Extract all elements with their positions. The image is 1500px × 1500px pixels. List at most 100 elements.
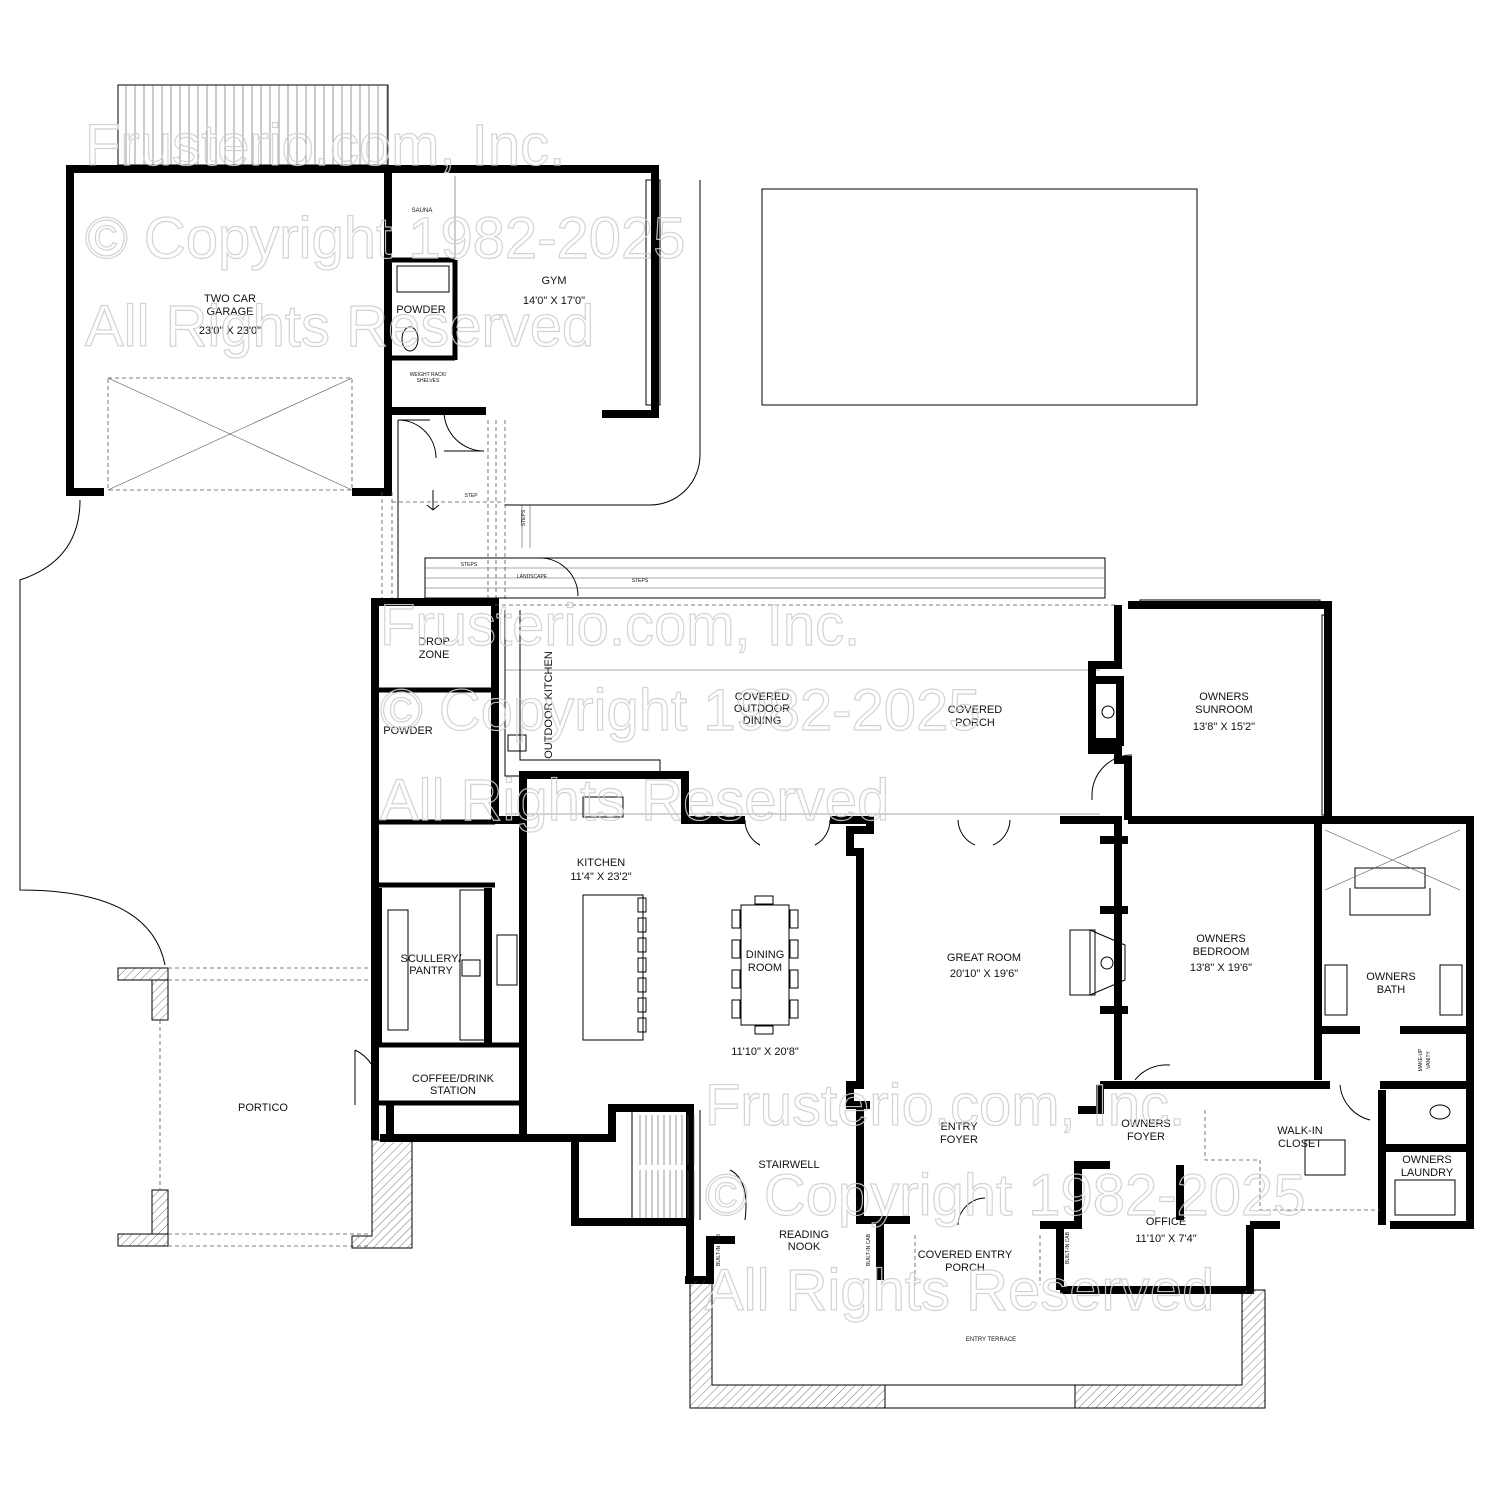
- furniture-chair: [637, 1017, 647, 1033]
- label-coffee-station-1: COFFEE/DRINK: [412, 1073, 495, 1085]
- label-owners-sunroom-dims: 13'8" X 15'2": [1193, 721, 1255, 733]
- label-weight-rack-1: WEIGHT RACK/: [410, 372, 447, 378]
- furniture-chair: [637, 897, 647, 913]
- label-covered-porch-1: COVERED: [948, 704, 1002, 716]
- label-outdoor-kitchen: OUTDOOR KITCHEN: [543, 651, 555, 759]
- label-owners-foyer-2: FOYER: [1127, 1131, 1165, 1143]
- label-dining-1: DINING: [746, 949, 785, 961]
- main-house-walls: [354, 598, 1474, 1294]
- furniture-chair: [754, 1025, 774, 1035]
- furniture-chair: [789, 939, 799, 959]
- entry-terrace: [689, 1235, 1266, 1409]
- label-reading-nook-2: NOOK: [788, 1241, 821, 1253]
- label-drop-zone-2: ZONE: [419, 649, 450, 661]
- label-covered-porch-2: PORCH: [955, 717, 995, 729]
- furniture-chair: [637, 937, 647, 953]
- label-owners-sunroom-1: OWNERS: [1199, 691, 1249, 703]
- label-owners-foyer-1: OWNERS: [1121, 1118, 1171, 1130]
- label-makeup-vanity-2: VANITY: [1426, 1050, 1432, 1068]
- watermark: Frusterio.com, Inc. © Copyright 1982-202…: [84, 112, 1306, 1323]
- label-weight-rack-2: SHELVES: [417, 378, 440, 384]
- furniture-chair: [731, 939, 741, 959]
- annotation-steps-c: STEPS: [632, 578, 649, 584]
- label-drop-zone-1: DROP: [418, 636, 450, 648]
- label-entry-foyer-2: FOYER: [940, 1134, 978, 1146]
- label-owners-laundry-2: LAUNDRY: [1401, 1167, 1454, 1179]
- garage-building: [66, 165, 661, 496]
- label-great-room: GREAT ROOM: [947, 952, 1021, 964]
- label-scullery-2: PANTRY: [409, 965, 453, 977]
- breezeway: [381, 180, 1106, 600]
- label-covered-outdoor-dining-1: COVERED: [735, 691, 789, 703]
- label-covered-entry-porch-1: COVERED ENTRY: [918, 1249, 1013, 1261]
- furniture-chair: [789, 909, 799, 929]
- furniture-chair: [731, 969, 741, 989]
- label-gym-dims: 14'0" X 17'0": [523, 295, 585, 307]
- rear-deck: [117, 84, 389, 166]
- label-office: OFFICE: [1146, 1216, 1186, 1228]
- furniture-chair: [637, 917, 647, 933]
- label-scullery-1: SCULLERY/: [401, 953, 463, 965]
- watermark-line2-a: © Copyright 1982-2025: [85, 206, 686, 271]
- label-makeup-vanity-1: MAKE-UP: [1418, 1048, 1424, 1071]
- label-dining-2: ROOM: [748, 962, 782, 974]
- watermark-line1-b: Frusterio.com, Inc.: [380, 593, 860, 658]
- label-stairwell: STAIRWELL: [758, 1159, 819, 1171]
- label-kitchen: KITCHEN: [577, 857, 625, 869]
- label-sauna: SAUNA: [412, 208, 433, 214]
- annotation-built-in-cab-1: BUILT-IN CAB: [716, 1233, 722, 1266]
- label-kitchen-dims: 11'4" X 23'2": [570, 871, 631, 883]
- label-reading-nook-1: READING: [779, 1229, 829, 1241]
- furniture-chair: [637, 957, 647, 973]
- label-owners-bedroom-2: BEDROOM: [1193, 946, 1250, 958]
- label-powder-upper: POWDER: [396, 304, 446, 316]
- label-owners-sunroom-2: SUNROOM: [1195, 704, 1252, 716]
- furniture-chair: [637, 997, 647, 1013]
- furniture-chair: [731, 909, 741, 929]
- annotation-step: STEP: [464, 493, 478, 499]
- furniture-chair: [789, 999, 799, 1019]
- label-great-room-dims: 20'10" X 19'6": [950, 968, 1018, 980]
- label-powder-lower: POWDER: [383, 725, 433, 737]
- annotation-built-in-cab-3: BUILT-IN CAB: [1065, 1231, 1071, 1264]
- label-owners-bedroom-1: OWNERS: [1196, 933, 1246, 945]
- label-walk-in-closet-2: CLOSET: [1278, 1138, 1322, 1150]
- label-entry-foyer-1: ENTRY: [940, 1121, 978, 1133]
- annotation-built-in-cab-2: BUILT-IN CAB: [866, 1233, 872, 1266]
- label-owners-laundry-1: OWNERS: [1402, 1154, 1452, 1166]
- pool-outline: [761, 188, 1198, 406]
- label-covered-entry-porch-2: PORCH: [945, 1262, 985, 1274]
- watermark-line1-a: Frusterio.com, Inc.: [85, 113, 565, 178]
- watermark-line2-c: © Copyright 1982-2025: [705, 1163, 1306, 1228]
- label-owners-bedroom-dims: 13'8" X 19'6": [1190, 962, 1252, 974]
- label-office-dims: 11'10" X 7'4": [1135, 1233, 1196, 1245]
- annotations: STEP STEPS STEPS STEPS LANDSCAPE BUILT-I…: [461, 493, 1071, 1266]
- label-gym: GYM: [541, 275, 566, 287]
- label-covered-outdoor-dining-3: DINING: [743, 715, 782, 727]
- label-owners-bath-2: BATH: [1377, 984, 1406, 996]
- label-coffee-station-2: STATION: [430, 1085, 476, 1097]
- furniture-chair: [731, 999, 741, 1019]
- site-driveway-edge: [19, 499, 166, 966]
- room-labels: TWO CAR GARAGE 23'0" X 23'0" SAUNA POWDE…: [199, 208, 1454, 1343]
- portico: [117, 967, 413, 1249]
- label-garage-name-2: GARAGE: [206, 306, 253, 318]
- furniture-chair: [789, 969, 799, 989]
- watermark-line1-c: Frusterio.com, Inc.: [705, 1073, 1185, 1138]
- label-entry-terrace: ENTRY TERRACE: [966, 1337, 1016, 1343]
- annotation-steps-a: STEPS: [521, 509, 527, 526]
- annotation-landscape: LANDSCAPE: [517, 574, 548, 580]
- watermark-line3-a: All Rights Reserved: [85, 294, 594, 359]
- furniture-chair: [637, 977, 647, 993]
- label-portico: PORTICO: [238, 1102, 288, 1114]
- furniture-chair: [754, 895, 774, 905]
- label-owners-bath-1: OWNERS: [1366, 971, 1416, 983]
- label-covered-outdoor-dining-2: OUTDOOR: [734, 703, 790, 715]
- label-walk-in-closet-1: WALK-IN: [1277, 1125, 1322, 1137]
- annotation-steps-b: STEPS: [461, 562, 478, 568]
- label-garage-dims: 23'0" X 23'0": [199, 325, 261, 337]
- watermark-line2-b: © Copyright 1982-2025: [380, 678, 981, 743]
- label-garage-name-1: TWO CAR: [204, 293, 256, 305]
- label-dining-dims: 11'10" X 20'8": [731, 1046, 799, 1058]
